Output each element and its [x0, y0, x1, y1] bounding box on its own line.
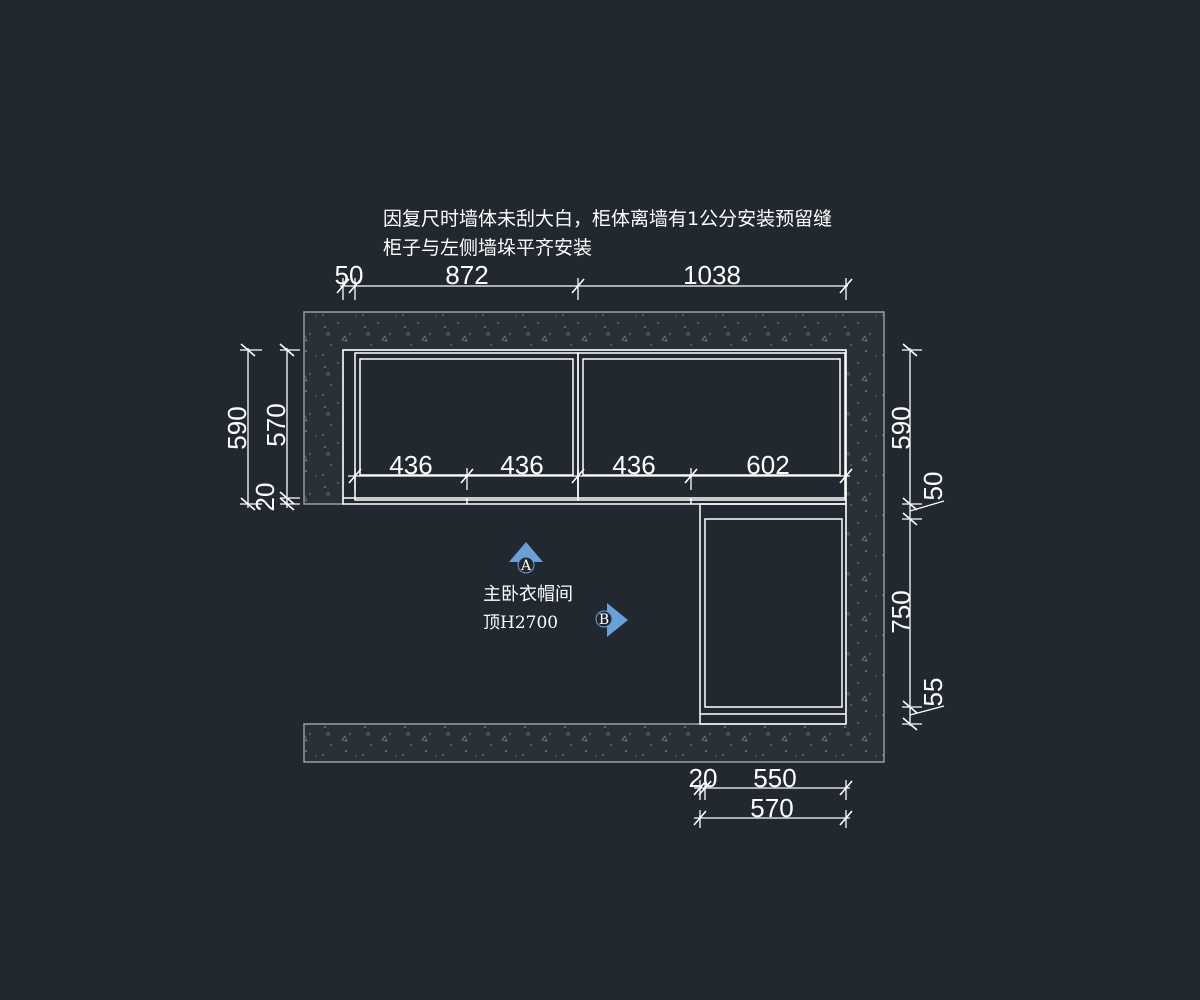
inner-dimension: 436 436 436 602 — [348, 450, 853, 490]
view-marker-b-label: B — [599, 612, 609, 628]
dim-bottom-570: 570 — [750, 793, 793, 823]
top-cabinet-right-inner — [582, 358, 841, 476]
view-marker-a-label: A — [520, 558, 532, 574]
view-marker-b-arrow-icon — [607, 603, 628, 637]
dim-inner-436-3: 436 — [612, 450, 655, 480]
dim-inner-436-2: 436 — [500, 450, 543, 480]
dim-top-1038: 1038 — [683, 260, 741, 290]
view-marker-b: B — [595, 603, 628, 637]
top-cabinet-right-body — [577, 352, 846, 501]
wall-texture — [304, 312, 884, 762]
dim-left-570: 570 — [261, 403, 291, 446]
top-dimension: 50 872 1038 — [335, 260, 853, 300]
dim-right-55: 55 — [918, 678, 948, 707]
view-marker-a-arrow-icon — [509, 542, 543, 562]
dim-bottom-550: 550 — [753, 763, 796, 793]
note-line-1: 因复尺时墙体未刮大白，柜体离墙有1公分安装预留缝 — [383, 208, 832, 230]
dim-left-20: 20 — [250, 483, 280, 512]
dim-inner-602: 602 — [746, 450, 789, 480]
right-cabinet-outer — [699, 503, 847, 725]
left-dimension: 590 570 20 — [222, 343, 300, 512]
note-line-2: 柜子与左侧墙垛平齐安装 — [383, 237, 592, 259]
dim-top-872: 872 — [445, 260, 488, 290]
room-name: 主卧衣帽间 — [483, 584, 573, 605]
dim-top-50: 50 — [335, 260, 364, 290]
dim-left-590: 590 — [222, 406, 252, 449]
bottom-dimension: 20 550 570 — [689, 763, 853, 828]
view-marker-a: A — [509, 542, 543, 574]
top-cabinet-outer — [342, 349, 847, 505]
wall-top-left — [303, 311, 885, 763]
dim-right-50: 50 — [918, 472, 948, 501]
dim-inner-436-1: 436 — [389, 450, 432, 480]
dim-right-750: 750 — [886, 590, 916, 633]
top-cabinet — [342, 349, 847, 505]
dim-right-590: 590 — [886, 406, 916, 449]
dim-bottom-20: 20 — [689, 763, 718, 793]
room-ceiling-height: 顶H2700 — [483, 613, 558, 633]
walls — [303, 311, 885, 763]
right-cabinet-body — [704, 518, 843, 708]
right-dimension: 590 50 750 55 — [886, 343, 948, 731]
right-cabinet — [699, 503, 847, 725]
